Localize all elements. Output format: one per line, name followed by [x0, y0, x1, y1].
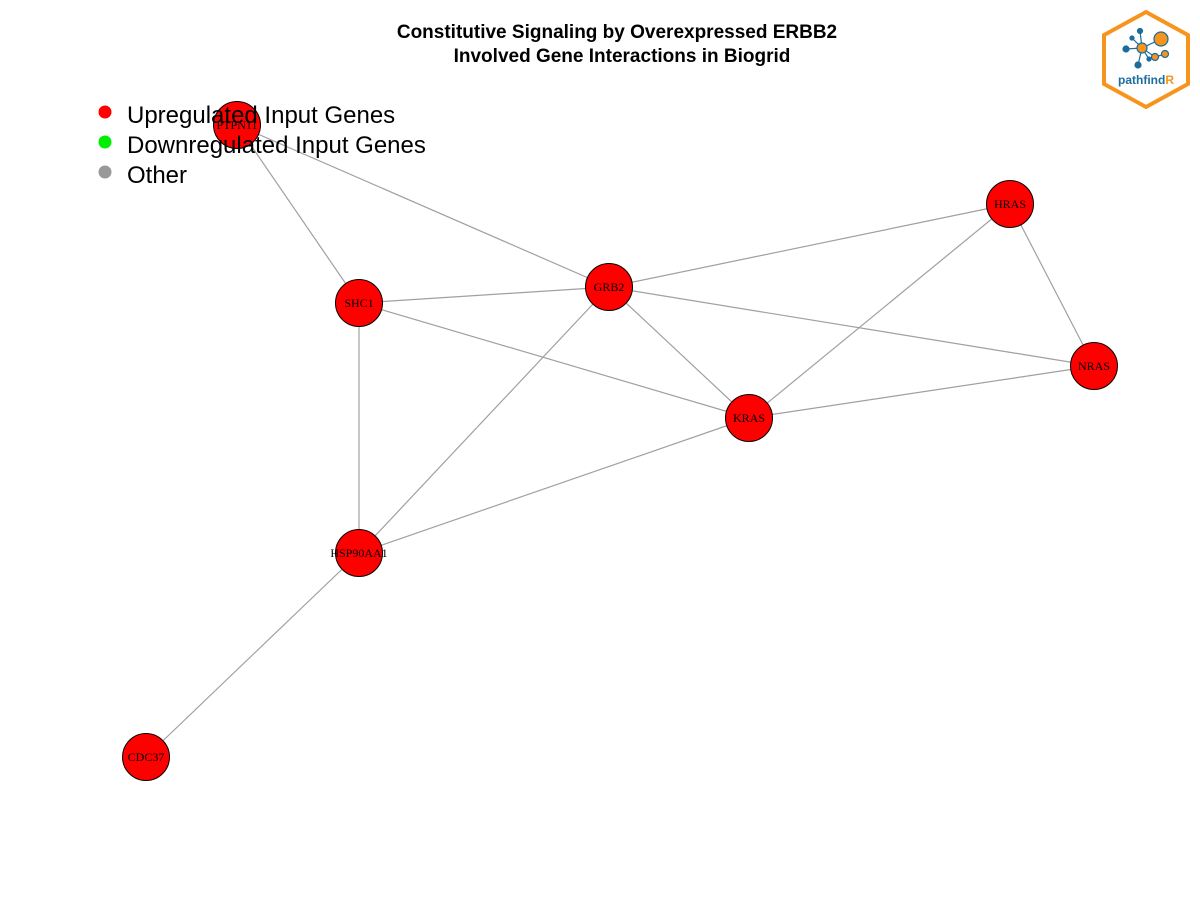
node-label-hras: HRAS	[994, 197, 1026, 211]
logo-text-main: pathfind	[1118, 73, 1165, 87]
edge-nras-kras	[748, 365, 1095, 419]
edge-grb2-kras	[608, 286, 750, 419]
node-label-nras: NRAS	[1078, 359, 1110, 373]
title-line-2: Involved Gene Interactions in Biogrid	[454, 46, 791, 67]
edge-ptpn11-grb2	[236, 124, 610, 288]
node-circle-hsp90aa1	[335, 529, 383, 577]
legend-label-other: Other	[127, 162, 187, 189]
node-label-hsp90aa1: HSP90AA1	[330, 546, 387, 560]
node-label-kras: KRAS	[733, 411, 765, 425]
node-circle-hras	[986, 180, 1034, 228]
node-kras: KRAS	[725, 394, 773, 442]
edge-hras-nras	[1009, 203, 1095, 367]
logo-network-icon	[1122, 27, 1170, 69]
legend: Upregulated Input Genes Downregulated In…	[98, 102, 426, 189]
edge-ptpn11-shc1	[236, 124, 360, 304]
edge-hsp90aa1-cdc37	[145, 552, 360, 758]
node-cdc37: CDC37	[122, 733, 170, 781]
node-shc1: SHC1	[335, 279, 383, 327]
edge-shc1-grb2	[358, 286, 610, 304]
node-circle-kras	[725, 394, 773, 442]
node-circle-cdc37	[122, 733, 170, 781]
edge-grb2-hsp90aa1	[358, 286, 610, 554]
node-hras: HRAS	[986, 180, 1034, 228]
node-circle-ptpn11	[213, 101, 261, 149]
legend-marker-upregulated	[98, 105, 112, 119]
logo-hexagon	[1102, 9, 1190, 110]
logo-text-accent: R	[1165, 73, 1174, 87]
edges-layer	[145, 124, 1095, 758]
title-line-1: Constitutive Signaling by Overexpressed …	[397, 22, 837, 43]
node-ptpn11: PTPN11	[213, 101, 261, 149]
edge-kras-hsp90aa1	[358, 417, 750, 554]
edge-grb2-nras	[608, 286, 1095, 367]
node-grb2: GRB2	[585, 263, 633, 311]
node-label-shc1: SHC1	[344, 296, 373, 310]
node-circle-shc1	[335, 279, 383, 327]
node-nras: NRAS	[1070, 342, 1118, 390]
edge-shc1-kras	[358, 302, 750, 419]
node-label-cdc37: CDC37	[128, 750, 165, 764]
legend-marker-other	[98, 165, 112, 179]
legend-label-downregulated: Downregulated Input Genes	[127, 132, 426, 159]
edge-hras-kras	[748, 203, 1011, 419]
node-label-grb2: GRB2	[594, 280, 625, 294]
legend-marker-downregulated	[98, 135, 112, 149]
pathfindr-logo: pathfindR	[1102, 9, 1190, 110]
edge-grb2-hras	[608, 203, 1011, 288]
node-circle-nras	[1070, 342, 1118, 390]
svg-text:pathfindR: pathfindR	[1118, 73, 1174, 87]
legend-label-upregulated: Upregulated Input Genes	[127, 102, 395, 129]
node-hsp90aa1: HSP90AA1	[330, 529, 388, 577]
node-circle-grb2	[585, 263, 633, 311]
node-label-ptpn11: PTPN11	[217, 118, 258, 132]
